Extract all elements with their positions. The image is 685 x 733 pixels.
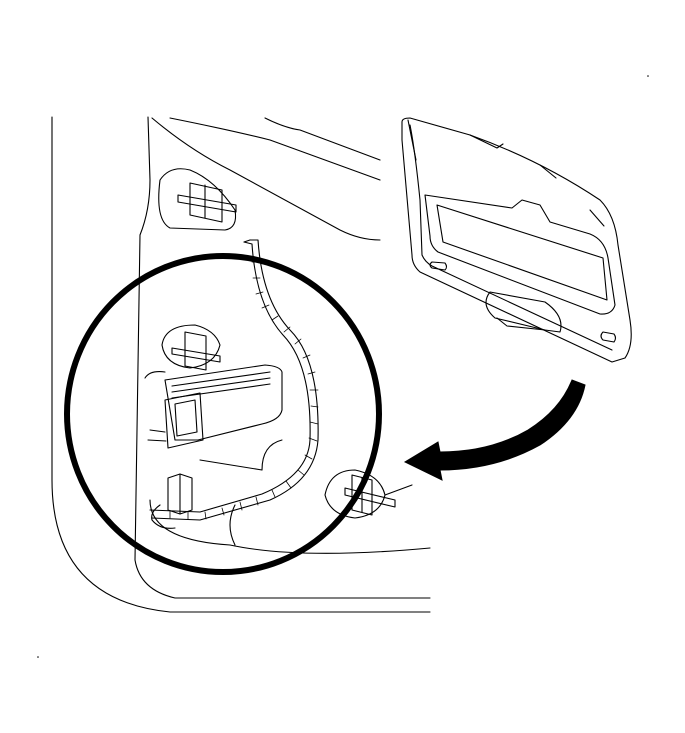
lower-trim-contour-2 (199, 459, 263, 471)
lower-trim-contour-3 (229, 504, 236, 546)
interior-trim-closeup (51, 116, 431, 613)
trim-inner-return (149, 499, 431, 554)
upper-trim-contour-2 (169, 117, 381, 181)
trim-panel-inner-edge (134, 116, 431, 599)
module-icon (147, 364, 283, 449)
liftgate-panel-outline (401, 117, 632, 363)
upper-trim-contour-1 (151, 117, 381, 241)
upper-retainer-clip-icon (158, 168, 237, 231)
middle-retainer-clip-icon (161, 324, 221, 371)
wiring-harness-icon (149, 239, 319, 521)
curved-arrow-icon (403, 379, 586, 481)
speck (647, 75, 649, 77)
lower-trim-contour-4 (144, 371, 166, 379)
liftgate-panel-icon (401, 117, 632, 363)
callout-circle-icon (64, 253, 382, 575)
connector-icon (151, 473, 193, 529)
upper-trim-contour-3 (264, 117, 381, 161)
trim-panel-outline (51, 116, 431, 613)
lower-trim-contour-1 (261, 439, 283, 471)
speck (37, 656, 39, 658)
